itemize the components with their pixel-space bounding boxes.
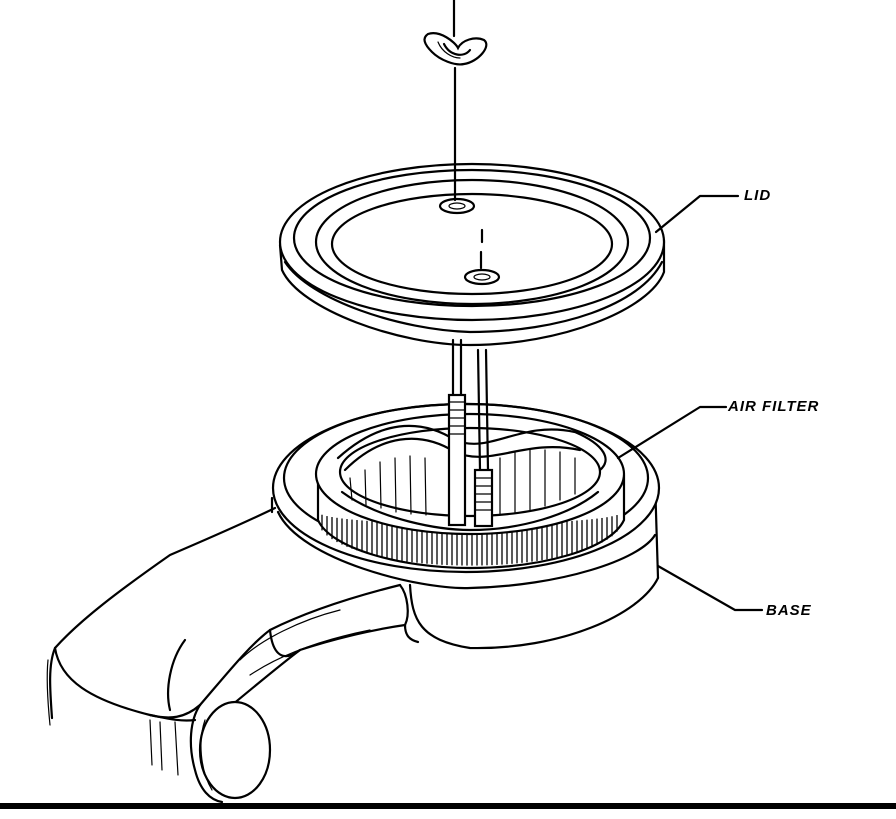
leader-lines: [616, 194, 764, 612]
bottom-rule: [0, 803, 896, 809]
studs: [447, 338, 494, 528]
base-label: BASE: [766, 602, 812, 619]
air-filter: [314, 412, 626, 570]
lid-label: LID: [744, 187, 771, 204]
lid-leader: [654, 194, 740, 234]
base-leader: [656, 564, 764, 612]
air-filter-leader: [616, 405, 728, 460]
intake-duct: [46, 506, 420, 804]
wing-nut: [423, 0, 488, 202]
air-filter-label: AIR FILTER: [727, 398, 819, 415]
lid: [278, 162, 666, 347]
